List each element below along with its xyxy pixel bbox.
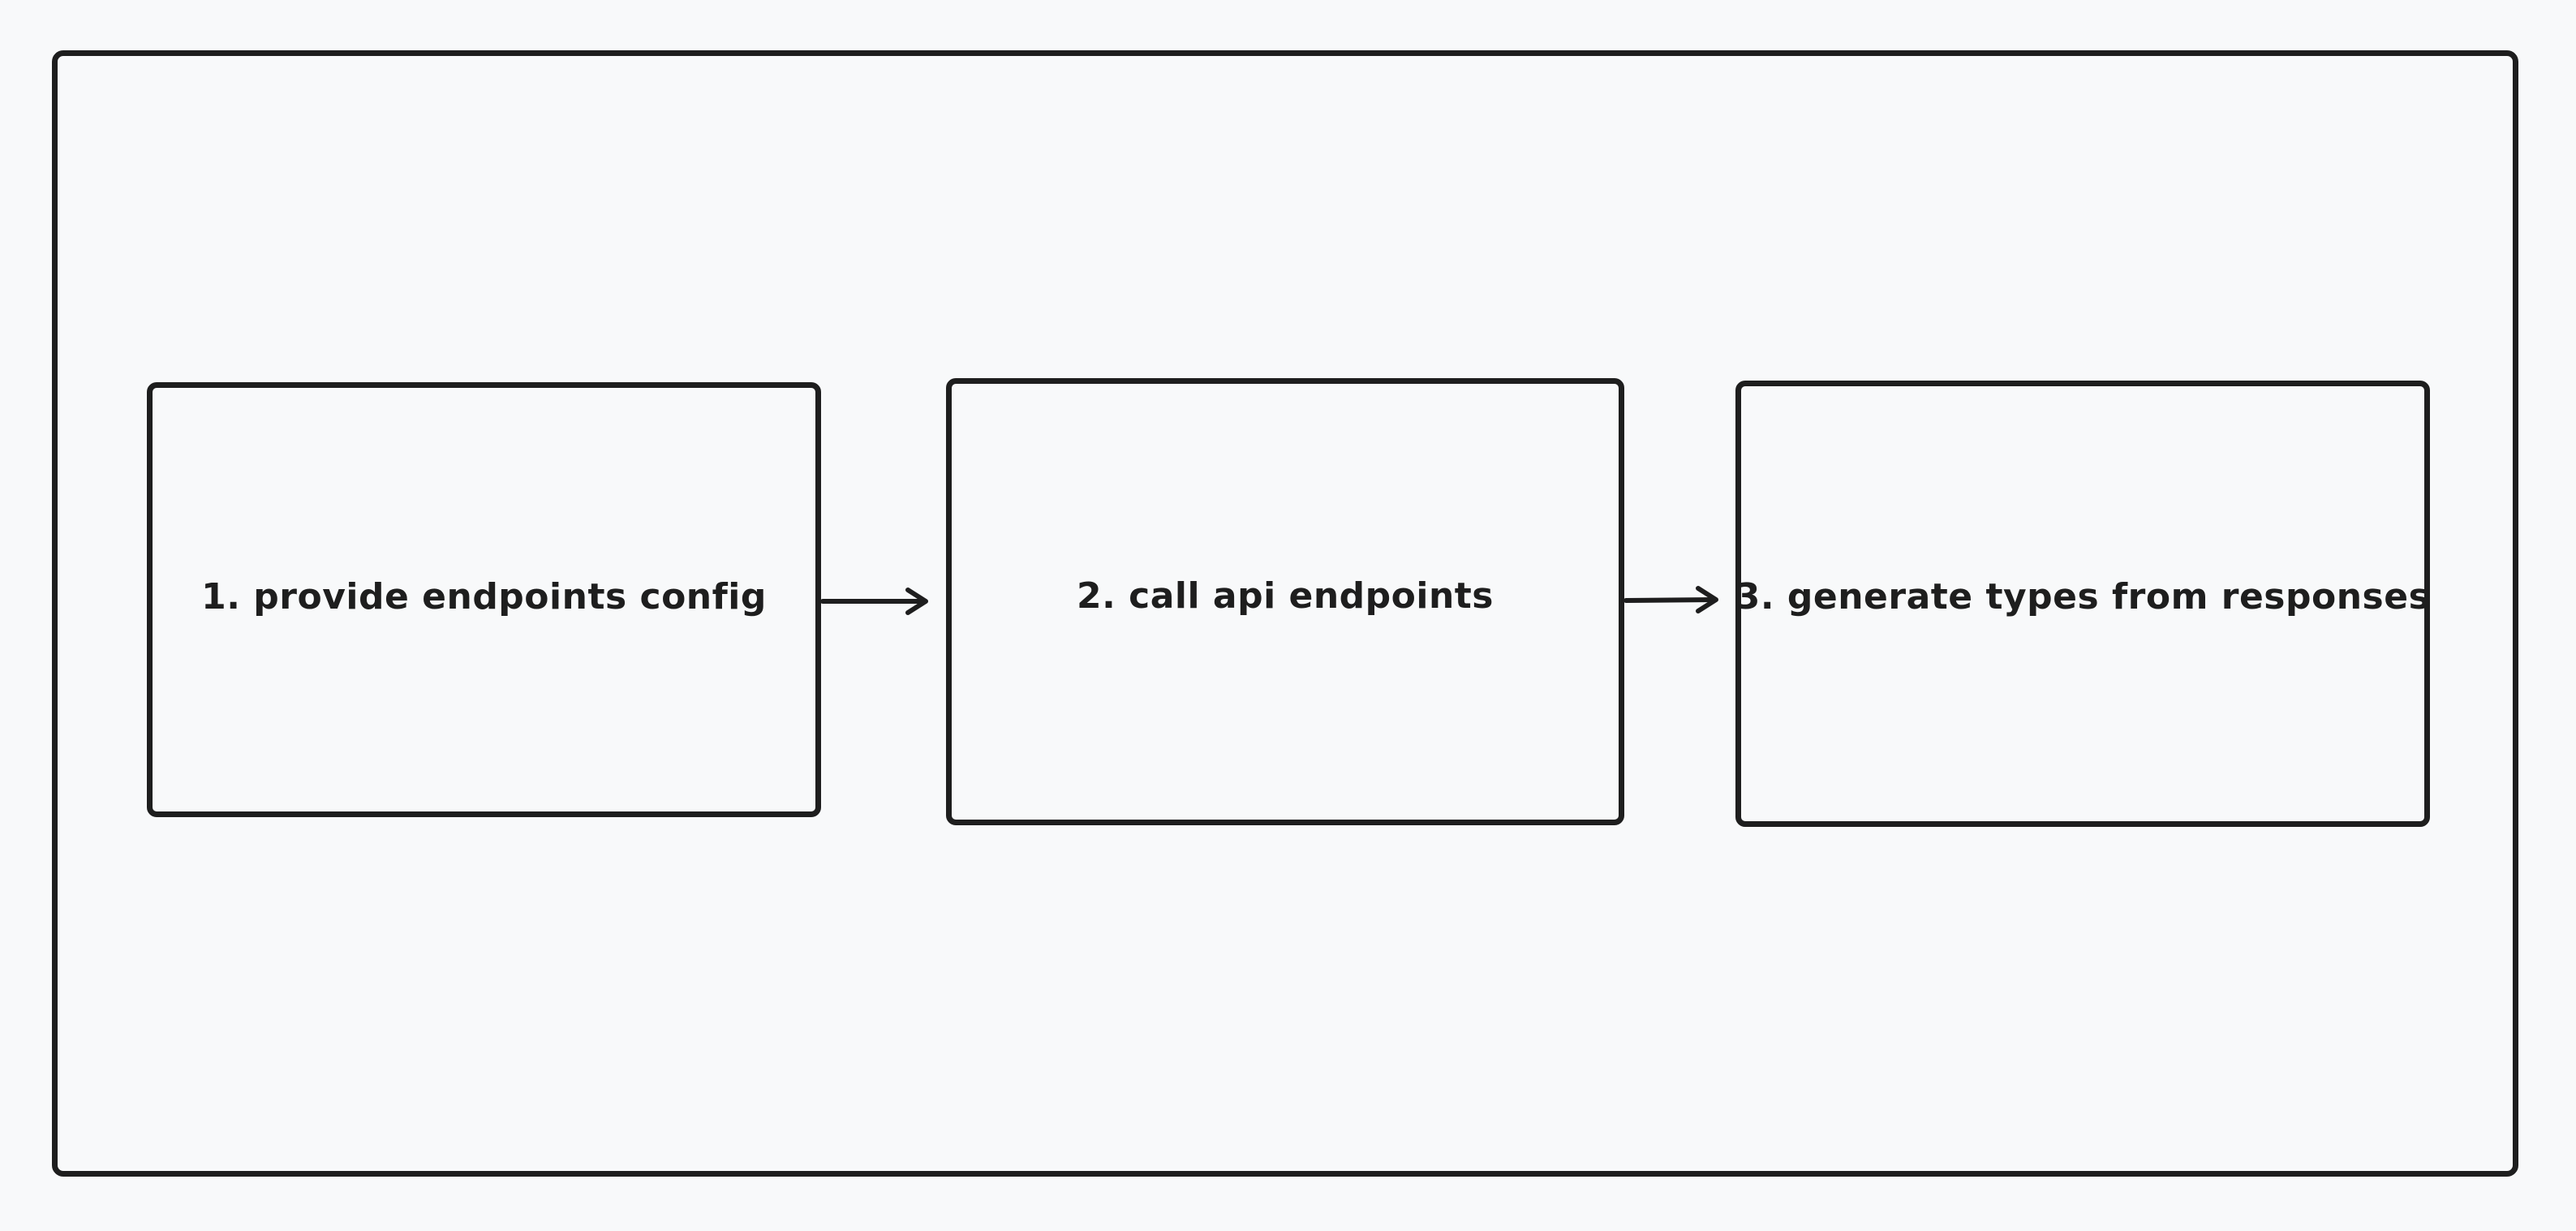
outer-frame [52, 50, 2518, 1177]
step-box-3: 3. generate types from responses [1735, 381, 2430, 827]
step-label-2: 2. call api endpoints [1076, 575, 1494, 617]
step-box-1: 1. provide endpoints config [147, 382, 821, 817]
step-box-2: 2. call api endpoints [946, 378, 1624, 825]
step-label-1: 1. provide endpoints config [201, 575, 767, 618]
step-label-3: 3. generate types from responses [1735, 575, 2431, 618]
